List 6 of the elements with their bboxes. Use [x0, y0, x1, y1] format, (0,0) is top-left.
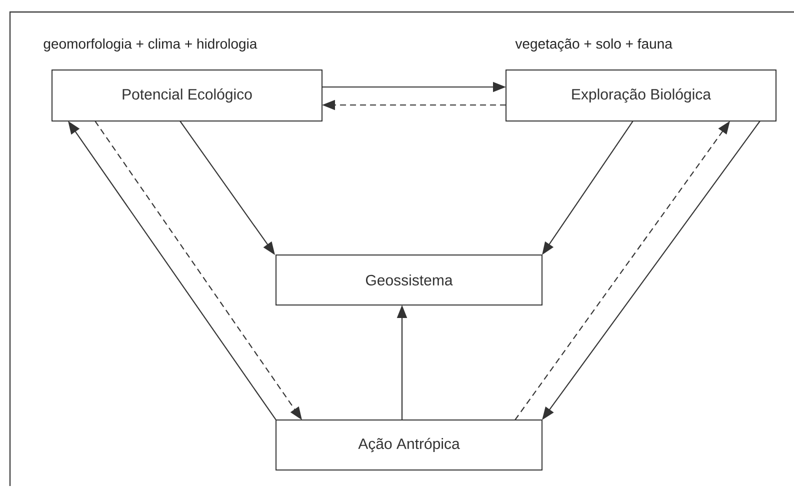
annotation-text: vegetação + solo + fauna: [515, 38, 672, 52]
process-box: Geossistema: [276, 254, 542, 306]
process-box: Ação Antrópica: [276, 420, 542, 470]
annotation-text: geomorfologia + clima + hidrologia: [44, 38, 258, 52]
process-box: Potencial Ecológico: [52, 70, 322, 122]
process-box: Exploração Biológica: [506, 70, 776, 122]
